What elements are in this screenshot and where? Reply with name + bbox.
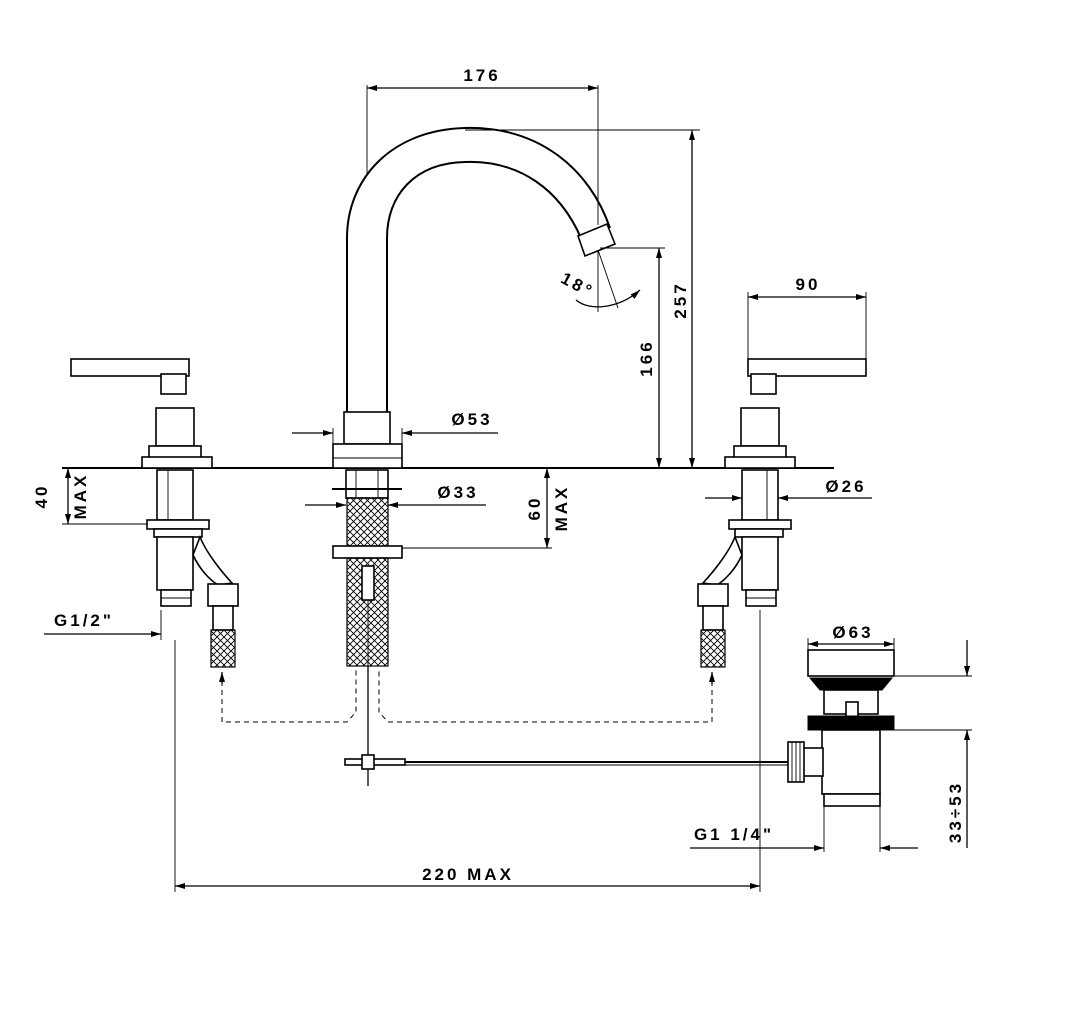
dim-deck-left: 40 [32,484,51,509]
right-valve [697,358,867,668]
dim-waste-thread: G1 1/4" [694,825,774,844]
dim-spout-reach: 176 [463,66,500,85]
dim-inlet-thread: G1/2" [54,611,114,630]
flow-line-left [221,668,357,723]
dim-deck-center: 60 [525,496,544,521]
spout-assembly [332,126,617,786]
left-valve [70,358,239,668]
dim-waste-head-diameter: Ø63 [832,623,873,642]
dim-base-diameter: Ø53 [451,410,492,429]
waste-drain [787,649,895,807]
dim-total-height: 257 [671,281,690,318]
dim-spout-height: 166 [637,339,656,376]
dim-spread-max: 220 MAX [422,865,514,884]
dim-deck-center-max: MAX [552,485,571,532]
dim-waste-range: 33÷53 [946,781,965,843]
dim-valve-diameter: Ø26 [825,477,866,496]
dim-shank-diameter: Ø33 [437,483,478,502]
pop-up-linkage [344,754,788,770]
flow-line-right [378,668,713,723]
dim-handle-length: 90 [796,275,821,294]
dim-deck-left-max: MAX [71,473,90,520]
dim-spout-angle: 18° [558,269,598,302]
